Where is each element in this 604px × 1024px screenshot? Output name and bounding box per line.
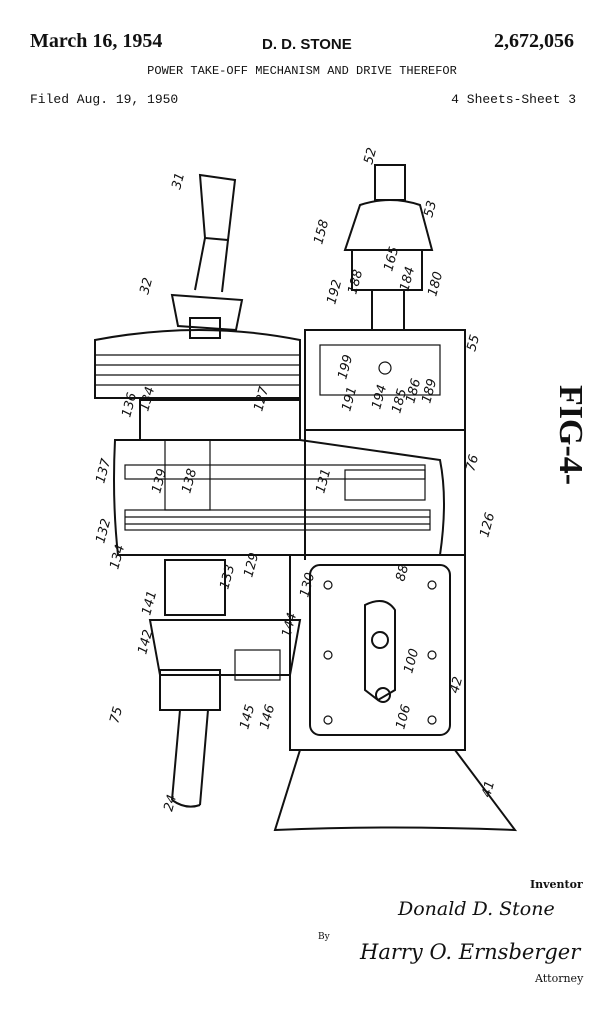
upper-right-shaft xyxy=(343,164,434,331)
reference-numeral: 76 xyxy=(463,453,482,473)
reference-numeral: 165 xyxy=(381,245,402,273)
reference-numeral: 194 xyxy=(369,383,390,411)
reference-numeral: 141 xyxy=(139,589,160,617)
reference-numeral: 134 xyxy=(107,543,128,571)
reference-numeral: 133 xyxy=(217,563,238,591)
reference-numeral: 146 xyxy=(257,703,278,731)
reference-numeral: 185 xyxy=(389,387,410,415)
reference-numeral: 127 xyxy=(251,384,272,413)
reference-numeral: 106 xyxy=(393,703,414,731)
lower-housing-42 xyxy=(289,554,466,751)
reference-numeral: 137 xyxy=(93,456,114,485)
reference-numeral: 139 xyxy=(149,467,170,495)
attorney-label: Attorney xyxy=(535,972,584,985)
patent-date: March 16, 1954 xyxy=(30,30,163,52)
reference-numeral: 55 xyxy=(464,333,483,353)
reference-numeral: 138 xyxy=(179,467,200,495)
reference-numeral: 180 xyxy=(425,270,446,298)
reference-numeral: 126 xyxy=(477,511,498,539)
reference-numeral: 53 xyxy=(421,199,440,219)
reference-numeral: 32 xyxy=(137,276,156,296)
reference-numeral: 136 xyxy=(119,391,140,419)
reference-numeral: 131 xyxy=(313,467,334,495)
gear-case xyxy=(113,399,445,556)
upper-shaft-31 xyxy=(170,173,244,339)
reference-numeral: 42 xyxy=(447,675,466,695)
patent-title: POWER TAKE-OFF MECHANISM AND DRIVE THERE… xyxy=(147,64,457,78)
sheet-number: 4 Sheets-Sheet 3 xyxy=(451,92,576,107)
reference-numeral: 191 xyxy=(339,385,360,413)
reference-numeral: 130 xyxy=(297,571,318,599)
reference-numeral: 24 xyxy=(161,793,180,813)
patent-number: 2,672,056 xyxy=(494,30,574,52)
reference-numeral: 132 xyxy=(93,517,114,545)
reference-numeral: 186 xyxy=(403,377,424,405)
inventor-label: Inventor xyxy=(530,878,583,891)
inventor-header: D. D. STONE xyxy=(262,36,352,53)
housing-55 xyxy=(304,329,466,560)
reference-numeral: 88 xyxy=(393,563,412,583)
reference-numeral: 192 xyxy=(324,278,345,306)
bell-housing-41 xyxy=(273,749,518,832)
reference-numeral: 52 xyxy=(361,146,380,166)
reference-numeral: 31 xyxy=(169,171,188,191)
reference-numeral: 145 xyxy=(237,703,258,731)
inventor-signature: Donald D. Stone xyxy=(398,898,555,920)
reference-numeral: 199 xyxy=(335,353,356,381)
reference-numeral: 144 xyxy=(279,611,300,639)
reference-numeral: 41 xyxy=(479,779,498,799)
reference-numeral: 184 xyxy=(397,265,418,293)
reference-numeral: 75 xyxy=(107,705,126,725)
filed-date: Filed Aug. 19, 1950 xyxy=(30,92,179,107)
figure-label: FIG-4- xyxy=(552,385,589,485)
reference-numeral: 158 xyxy=(311,218,332,246)
reference-numeral: 100 xyxy=(401,647,422,675)
reference-numeral: 189 xyxy=(419,377,440,405)
reference-numeral: 134 xyxy=(137,385,158,413)
reference-numeral: 142 xyxy=(135,628,156,656)
lower-left-shaft xyxy=(148,559,302,808)
by-label: By xyxy=(318,932,330,942)
attorney-signature: Harry O. Ernsberger xyxy=(360,940,581,964)
clutch-drum xyxy=(94,329,301,399)
reference-numeral: 188 xyxy=(345,268,366,296)
reference-numeral: 129 xyxy=(241,551,262,579)
